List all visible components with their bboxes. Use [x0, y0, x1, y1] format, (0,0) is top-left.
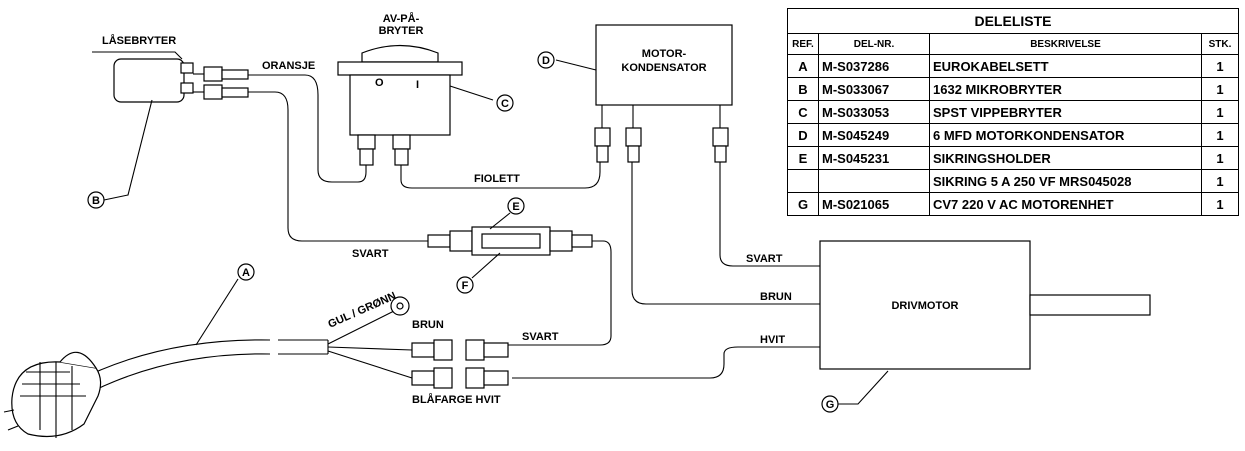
wire-brown-motor: [631, 160, 820, 305]
callout-c: C: [501, 98, 509, 110]
cell-ref: A: [787, 54, 819, 78]
callouts: B C D E F A G: [87, 51, 839, 413]
label-wire-black-fuse: SVART: [352, 248, 389, 260]
label-wire-violet: FIOLETT: [474, 173, 520, 185]
cable-a-lower: [71, 353, 271, 403]
label-wire-brown-motor: BRUN: [760, 291, 792, 303]
header-ref: REF.: [787, 33, 819, 55]
label-wire-orange: ORANSJE: [262, 60, 315, 72]
cell-ref: B: [787, 77, 819, 101]
cell-part-no: M-S045249: [818, 123, 930, 147]
label-switch-i: I: [416, 79, 419, 91]
cell-part-no: M-S037286: [818, 54, 930, 78]
cell-qty: 1: [1201, 192, 1239, 216]
wires: [59, 74, 820, 403]
header-part-no: DEL-NR.: [818, 33, 930, 55]
cell-description: EUROKABELSETT: [929, 54, 1202, 78]
motor: [819, 240, 1151, 370]
label-wire-black-plug: SVART: [522, 331, 559, 343]
cell-description: CV7 220 V AC MOTORENHET: [929, 192, 1202, 216]
table-row: SIKRING 5 A 250 VF MRS045028 1: [787, 169, 1239, 193]
label-capacitor-line1: MOTOR-: [642, 48, 687, 60]
cell-description: SIKRING 5 A 250 VF MRS045028: [929, 169, 1202, 193]
callout-d: D: [542, 55, 550, 67]
table-row: B M-S033067 1632 MIKROBRYTER 1: [787, 77, 1239, 101]
callout-f: F: [462, 280, 469, 292]
wire-black-motor: [719, 160, 820, 267]
cell-description: SIKRINGSHOLDER: [929, 146, 1202, 170]
parts-list-header-row: REF. DEL-NR. BESKRIVELSE STK.: [787, 33, 1239, 55]
wire-black-fuse: [248, 91, 428, 242]
label-switch-line1: AV-PÅ-: [383, 12, 420, 25]
parts-list-title-row: DELELISTE: [787, 8, 1239, 34]
label-wire-black-motor: SVART: [746, 253, 783, 265]
cell-ref: C: [787, 100, 819, 124]
capacitor: [594, 24, 733, 163]
cell-qty: 1: [1201, 54, 1239, 78]
plug-connectors: [390, 296, 509, 389]
header-qty: STK.: [1201, 33, 1239, 55]
label-wire-blue-white: BLÅFARGE HVIT: [412, 393, 501, 406]
callout-a: A: [242, 267, 250, 279]
euro-plug: [3, 351, 102, 438]
wire-blue-plug: [327, 350, 413, 379]
wire-ground: [327, 309, 397, 345]
label-wire-ground: GUL / GRØNN: [326, 290, 398, 331]
cable-a-right: [278, 339, 328, 355]
cell-ref: D: [787, 123, 819, 147]
label-wire-brown-plug: BRUN: [412, 319, 444, 331]
cell-description: 6 MFD MOTORKONDENSATOR: [929, 123, 1202, 147]
cell-ref: E: [787, 146, 819, 170]
callout-b: B: [92, 195, 100, 207]
cell-qty: 1: [1201, 146, 1239, 170]
wire-fuse-to-plug: [508, 240, 612, 346]
label-motor: DRIVMOTOR: [891, 300, 958, 312]
label-wire-white-motor: HVIT: [760, 334, 785, 346]
label-lasebryter: LÅSEBRYTER: [102, 34, 176, 47]
header-description: BESKRIVELSE: [929, 33, 1202, 55]
table-row: A M-S037286 EUROKABELSETT 1: [787, 54, 1239, 78]
cell-ref: [787, 169, 819, 193]
wire-violet: [400, 160, 601, 189]
callout-e: E: [512, 201, 519, 213]
microswitch: [92, 51, 249, 103]
rocker-switch: [337, 44, 463, 166]
cell-part-no: M-S033053: [818, 100, 930, 124]
cell-part-no: M-S033067: [818, 77, 930, 101]
cell-qty: 1: [1201, 100, 1239, 124]
table-row: C M-S033053 SPST VIPPEBRYTER 1: [787, 100, 1239, 124]
table-row: E M-S045231 SIKRINGSHOLDER 1: [787, 146, 1239, 170]
wire-white-motor: [512, 346, 820, 379]
table-row: D M-S045249 6 MFD MOTORKONDENSATOR 1: [787, 123, 1239, 147]
cell-ref: G: [787, 192, 819, 216]
wire-orange: [248, 74, 367, 183]
cell-qty: 1: [1201, 123, 1239, 147]
cell-part-no: [818, 169, 930, 193]
table-row: G M-S021065 CV7 220 V AC MOTORENHET 1: [787, 192, 1239, 216]
label-switch-line2: BRYTER: [379, 25, 424, 37]
callout-g: G: [826, 399, 835, 411]
cell-part-no: M-S045231: [818, 146, 930, 170]
callout-leaders: [103, 59, 889, 405]
cell-qty: 1: [1201, 169, 1239, 193]
label-capacitor-line2: KONDENSATOR: [621, 62, 706, 74]
cell-description: SPST VIPPEBRYTER: [929, 100, 1202, 124]
fuse-holder: [427, 226, 593, 256]
cell-qty: 1: [1201, 77, 1239, 101]
wire-brown-plug: [327, 346, 413, 351]
parts-list-title: DELELISTE: [787, 8, 1239, 34]
parts-list-table: DELELISTE REF. DEL-NR. BESKRIVELSE STK. …: [787, 8, 1239, 216]
cell-part-no: M-S021065: [818, 192, 930, 216]
cell-description: 1632 MIKROBRYTER: [929, 77, 1202, 101]
label-switch-o: O: [375, 77, 384, 89]
